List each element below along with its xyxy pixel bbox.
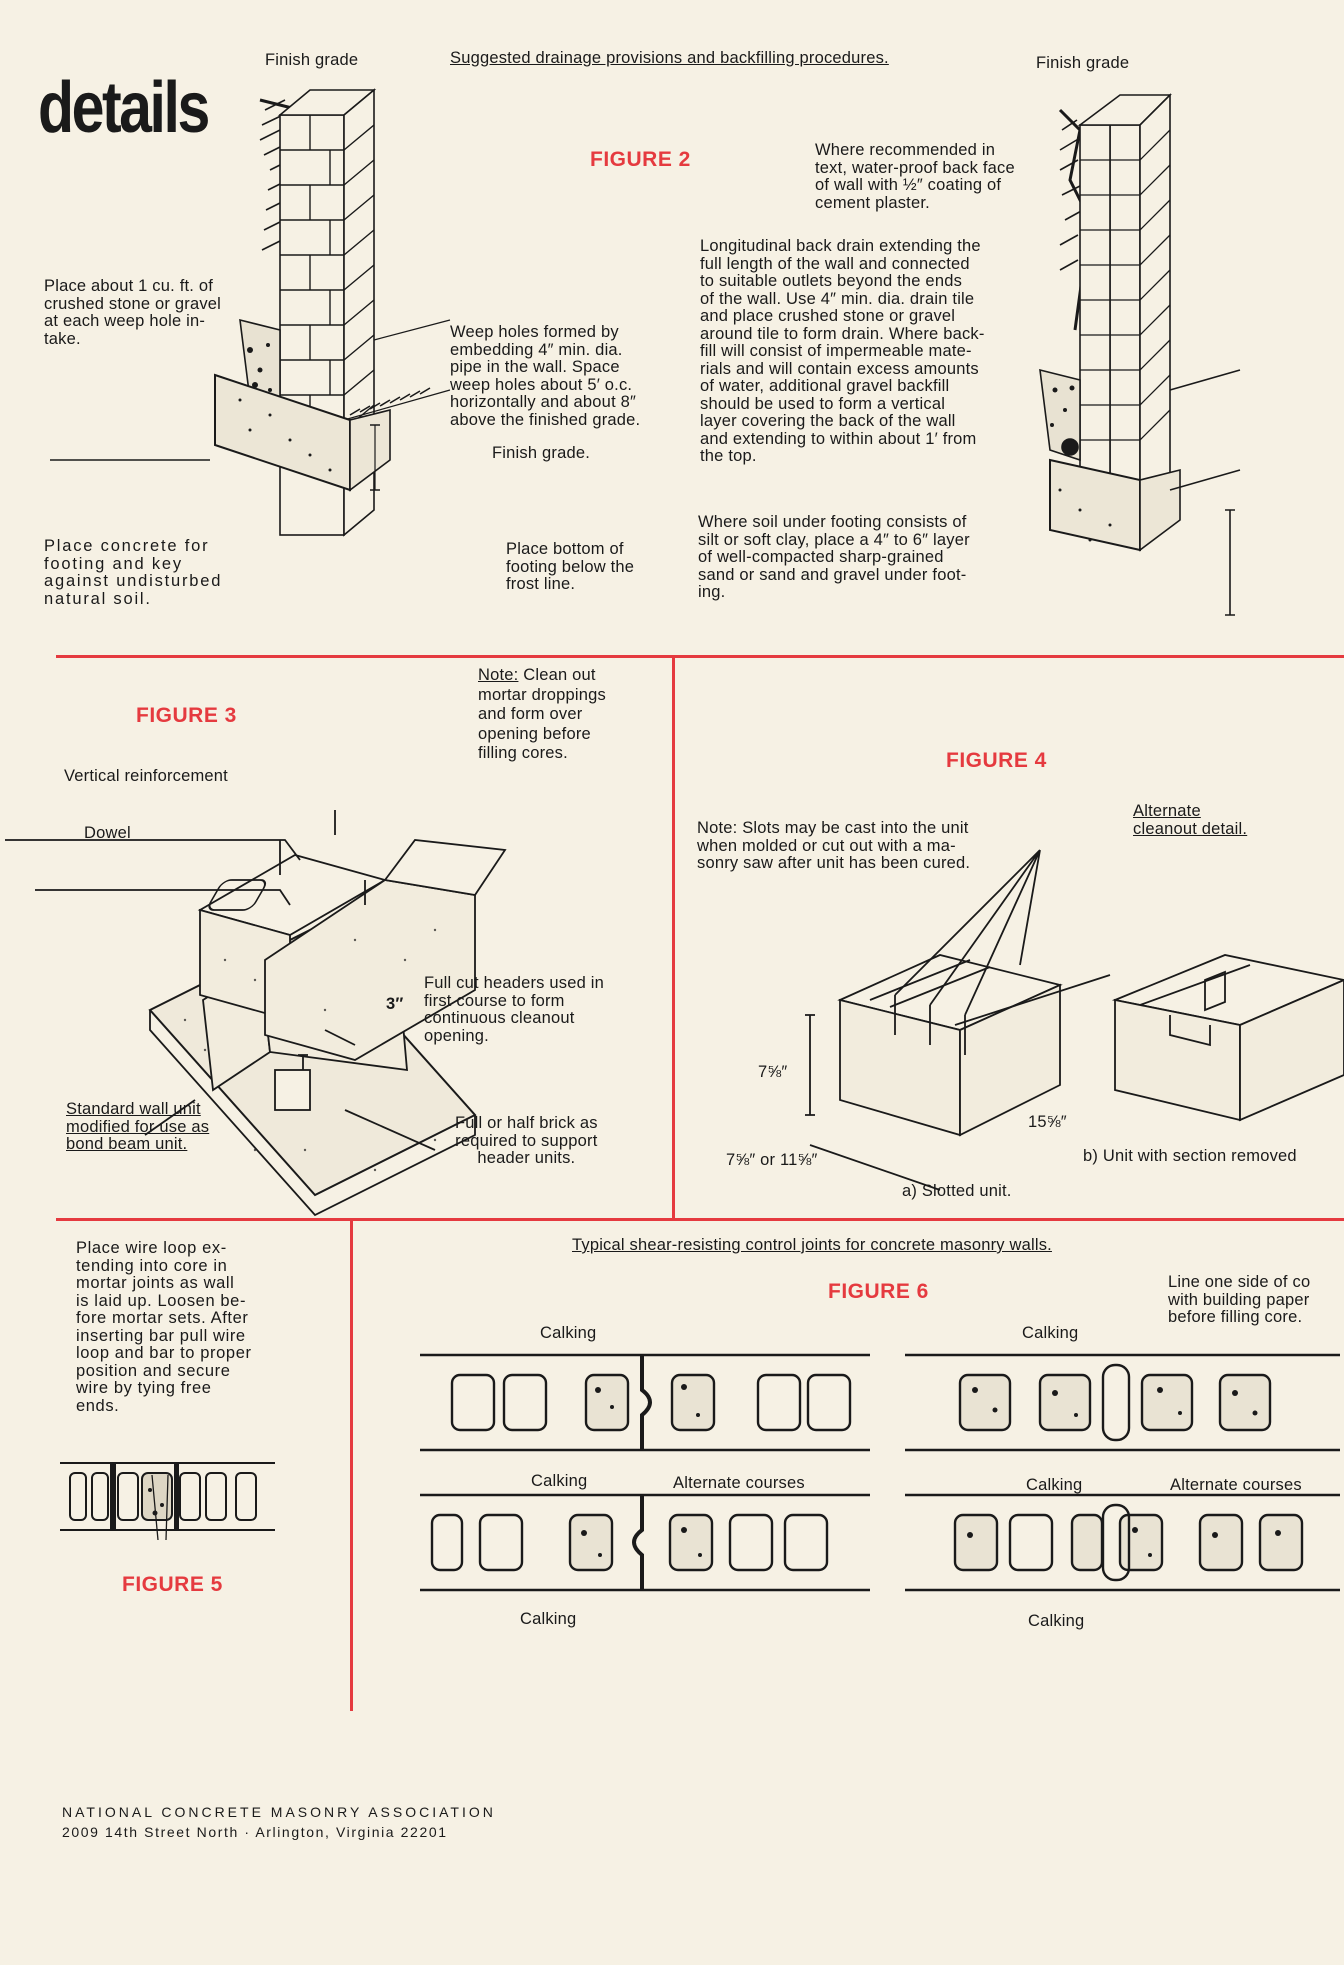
width-dimension: 7⅝″ or 11⅝″ bbox=[726, 1151, 818, 1169]
figure3-block-drawing bbox=[5, 810, 507, 1217]
calking-label-3: Calking bbox=[531, 1472, 588, 1490]
length-dimension: 15⅝″ bbox=[1028, 1113, 1067, 1131]
cleanout-headers-note: Full cut headers used in first course to… bbox=[424, 974, 604, 1045]
figure4-section-removed-drawing bbox=[1111, 954, 1344, 1122]
calking-label-2: Calking bbox=[1022, 1324, 1079, 1342]
soft-soil-note: Where soil under footing consists of sil… bbox=[698, 513, 970, 601]
finish-grade-label-mid: Finish grade. bbox=[492, 444, 590, 462]
height-dimension: 7⅝″ bbox=[758, 1063, 788, 1081]
brick-support-note: Full or half brick as required to suppor… bbox=[455, 1114, 598, 1167]
building-paper-note: Line one side of co with building paper … bbox=[1168, 1273, 1311, 1326]
figure4-label: FIGURE 4 bbox=[946, 749, 1047, 772]
figure3-note-text: Clean out mortar droppings and form over… bbox=[478, 666, 606, 762]
dowel-label: Dowel bbox=[84, 824, 131, 842]
concrete-footing-note: Place concrete for footing and key again… bbox=[44, 537, 223, 608]
finish-grade-label-left: Finish grade bbox=[265, 51, 359, 69]
gravel-note: Place about 1 cu. ft. of crushed stone o… bbox=[44, 277, 222, 348]
caption-section-removed: b) Unit with section removed bbox=[1083, 1147, 1297, 1165]
finish-grade-label-right: Finish grade bbox=[1036, 54, 1130, 72]
figure6-label: FIGURE 6 bbox=[828, 1280, 929, 1303]
figure5-wall-section bbox=[60, 1462, 275, 1541]
figure6-joint-drawings bbox=[420, 1353, 1340, 1592]
figure6-caption: Typical shear-resisting control joints f… bbox=[572, 1236, 1052, 1254]
alternate-courses-label-1: Alternate courses bbox=[673, 1474, 805, 1492]
slots-note: Note: Slots may be cast into the unit wh… bbox=[697, 819, 971, 872]
calking-label-5: Calking bbox=[520, 1610, 577, 1628]
figure3-label: FIGURE 3 bbox=[136, 704, 237, 727]
calking-label-6: Calking bbox=[1028, 1612, 1085, 1630]
top-caption: Suggested drainage provisions and backfi… bbox=[450, 49, 889, 67]
figure5-label: FIGURE 5 bbox=[122, 1573, 223, 1596]
page-title: details bbox=[38, 68, 210, 148]
divider-horizontal-bottom bbox=[56, 1218, 1344, 1221]
frost-line-note: Place bottom of footing below the frost … bbox=[506, 540, 635, 593]
caption-slotted-unit: a) Slotted unit. bbox=[902, 1182, 1012, 1200]
alternate-cleanout-label: Alternate cleanout detail. bbox=[1133, 802, 1248, 838]
figure3-note: Note: Clean out mortar droppings and for… bbox=[478, 666, 606, 764]
divider-vertical-figure5-6 bbox=[350, 1221, 353, 1711]
divider-horizontal-top bbox=[56, 655, 1344, 658]
back-drain-note: Longitudinal back drain extending the fu… bbox=[700, 237, 985, 465]
calking-label-4: Calking bbox=[1026, 1476, 1083, 1494]
bond-beam-note: Standard wall unit modified for use as b… bbox=[66, 1100, 210, 1153]
weep-hole-note: Weep holes formed by embedding 4″ min. d… bbox=[450, 323, 641, 429]
vertical-reinforcement-label: Vertical reinforcement bbox=[64, 767, 228, 785]
figure4-slotted-unit-drawing bbox=[805, 849, 1111, 1191]
figure2-label: FIGURE 2 bbox=[590, 148, 691, 171]
footer-address: 2009 14th Street North · Arlington, Virg… bbox=[62, 1824, 448, 1840]
dimension-3in: 3″ bbox=[386, 995, 404, 1013]
figure2-right-wall-drawing bbox=[1039, 93, 1241, 616]
calking-label-1: Calking bbox=[540, 1324, 597, 1342]
alternate-courses-label-2: Alternate courses bbox=[1170, 1476, 1302, 1494]
figure3-note-prefix: Note: bbox=[478, 666, 519, 684]
divider-vertical-figure3-4 bbox=[672, 657, 675, 1219]
figure2-left-wall-drawing bbox=[50, 88, 451, 537]
footer-organization: NATIONAL CONCRETE MASONRY ASSOCIATION bbox=[62, 1804, 496, 1820]
wire-loop-note: Place wire loop ex- tending into core in… bbox=[76, 1239, 252, 1415]
waterproof-note: Where recommended in text, water-proof b… bbox=[815, 141, 1015, 212]
